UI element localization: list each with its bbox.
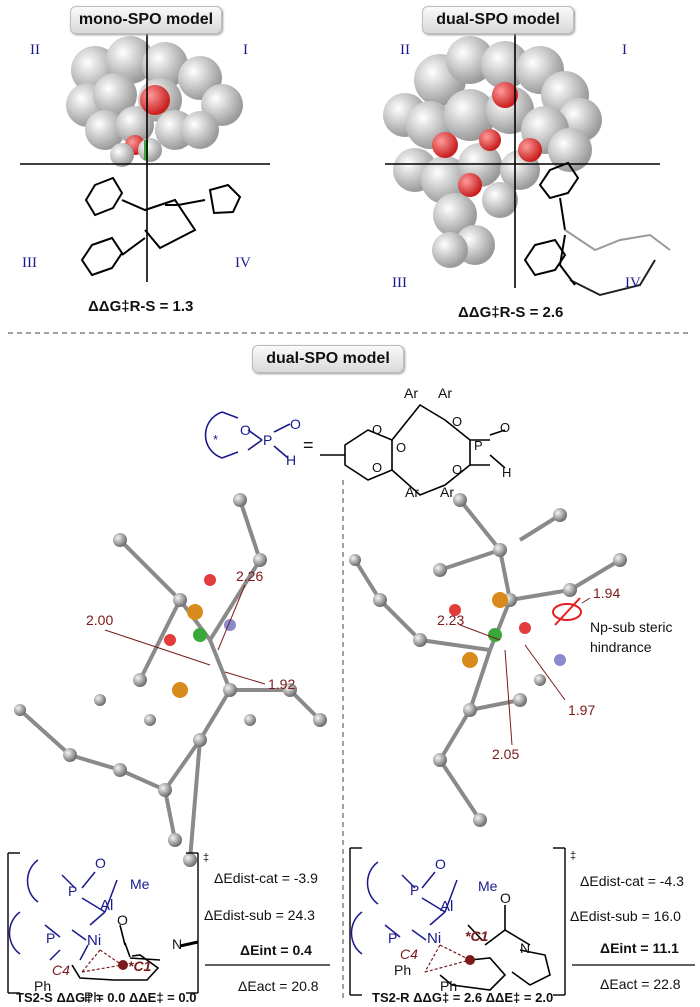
quadrant-label: III	[392, 275, 407, 291]
atom-label: N	[520, 940, 531, 956]
quadrant-label: IV	[235, 255, 251, 271]
bond-length-label: 2.05	[492, 746, 520, 762]
nickel-label: Ni	[427, 930, 442, 947]
mono-spo-tab-label: mono-SPO model	[78, 11, 214, 28]
atom-label: O	[435, 856, 446, 872]
bond-length-label: 1.97	[568, 702, 596, 718]
quadrant-label: II	[400, 42, 410, 58]
nickel-label: Ni	[87, 932, 102, 949]
atom-label: O	[372, 460, 383, 475]
ts2-r-lewis-structure	[349, 847, 566, 996]
energy-dist-cat: ΔEdist-cat = -3.9	[214, 870, 318, 886]
dual-spo-tab-top-label: dual-SPO model	[436, 11, 560, 28]
atom-label: O	[396, 440, 407, 455]
mono-spo-substrate-sketch	[80, 176, 242, 277]
atom-label: H	[502, 465, 512, 480]
bond-length-label: 2.26	[236, 568, 264, 584]
atom-label: P	[474, 438, 483, 453]
atom-label: P	[410, 882, 420, 898]
energy-dist-cat: ΔEdist-cat = -4.3	[580, 873, 684, 889]
equals-sign: =	[303, 435, 314, 455]
atom-label: O	[95, 855, 106, 871]
dual-spo-tab-bottom-label: dual-SPO model	[266, 350, 390, 367]
methyl-label: Me	[478, 878, 498, 894]
atom-label: P	[68, 883, 78, 899]
ar-label: Ar	[404, 385, 418, 401]
energy-int: ΔEint = 11.1	[600, 940, 679, 956]
annotation-line: hindrance	[590, 639, 652, 655]
dual-spo-sphere-model	[383, 36, 602, 268]
bond-length-label: 2.23	[437, 612, 465, 628]
energy-dist-sub: ΔEdist-sub = 16.0	[570, 908, 681, 924]
energy-act: ΔEact = 22.8	[600, 976, 681, 992]
taddol-structure	[320, 403, 506, 496]
phenyl-label: Ph	[84, 989, 102, 1005]
ts2-s-ball-stick-model	[14, 493, 327, 867]
ts2-s-caption: TS2-S ΔΔG‡ = 0.0 ΔΔE‡ = 0.0	[16, 990, 197, 1005]
quadrant-label: II	[30, 42, 40, 58]
atom-label: O	[500, 890, 511, 906]
bond-length-label: 2.00	[86, 612, 114, 628]
ar-label: Ar	[438, 385, 452, 401]
mono-spo-sphere-model	[66, 36, 243, 167]
aluminum-label: Al	[100, 897, 114, 914]
phenyl-label: Ph	[34, 978, 52, 994]
phenyl-label: Ph	[394, 962, 412, 978]
c4-label: C4	[400, 946, 418, 962]
methyl-label: Me	[130, 876, 150, 892]
atom-label: P	[263, 432, 273, 448]
steric-hindrance-annotation: Np-sub steric hindrance	[590, 617, 672, 657]
ar-label: Ar	[405, 484, 419, 500]
energy-dist-sub: ΔEdist-sub = 24.3	[204, 907, 315, 923]
dual-spo-substrate-sketch	[523, 161, 671, 297]
atom-label: O	[452, 462, 463, 477]
annotation-line: Np-sub steric	[590, 619, 673, 635]
phenyl-label: Ph	[440, 978, 458, 994]
ts2-r-ball-stick-model	[349, 493, 627, 827]
atom-label: P	[388, 930, 398, 946]
atom-label: N	[172, 936, 183, 952]
mono-spo-ddg: ΔΔG‡R-S = 1.3	[88, 298, 194, 315]
atom-label: O	[372, 422, 383, 437]
dual-spo-tab-bottom: dual-SPO model	[252, 345, 404, 373]
dagger-mark: ‡	[570, 850, 577, 862]
quadrant-label: I	[622, 42, 627, 58]
bond-length-label: 1.94	[593, 585, 621, 601]
bond-length-label: 1.92	[268, 676, 296, 692]
quadrant-label: I	[243, 42, 248, 58]
c1-label: *C1	[465, 928, 489, 944]
atom-label: O	[452, 414, 463, 429]
ar-label: Ar	[440, 484, 454, 500]
ts2-r-caption: TS2-R ΔΔG‡ = 2.6 ΔΔE‡ = 2.0	[372, 990, 554, 1005]
atom-label: O	[500, 420, 511, 435]
c4-label: C4	[52, 962, 70, 978]
energy-act: ΔEact = 20.8	[238, 978, 319, 994]
atom-label: P	[46, 930, 56, 946]
atom-label: O	[240, 422, 251, 438]
dual-spo-ddg: ΔΔG‡R-S = 2.6	[458, 304, 564, 321]
quadrant-label: III	[22, 255, 37, 271]
atom-label: H	[286, 452, 297, 468]
ts2-s-lewis-structure	[7, 852, 199, 994]
chirality-star: *	[213, 432, 219, 447]
atom-label: O	[117, 912, 128, 928]
atom-label: O	[290, 416, 301, 432]
c1-label: *C1	[128, 958, 152, 974]
ligand-arc-symbol	[204, 411, 291, 459]
aluminum-label: Al	[440, 898, 454, 915]
dagger-mark: ‡	[203, 852, 210, 864]
energy-int: ΔEint = 0.4	[240, 942, 312, 958]
dual-spo-tab-top: dual-SPO model	[422, 6, 574, 34]
quadrant-label: IV	[625, 275, 641, 291]
mono-spo-tab: mono-SPO model	[70, 6, 222, 34]
